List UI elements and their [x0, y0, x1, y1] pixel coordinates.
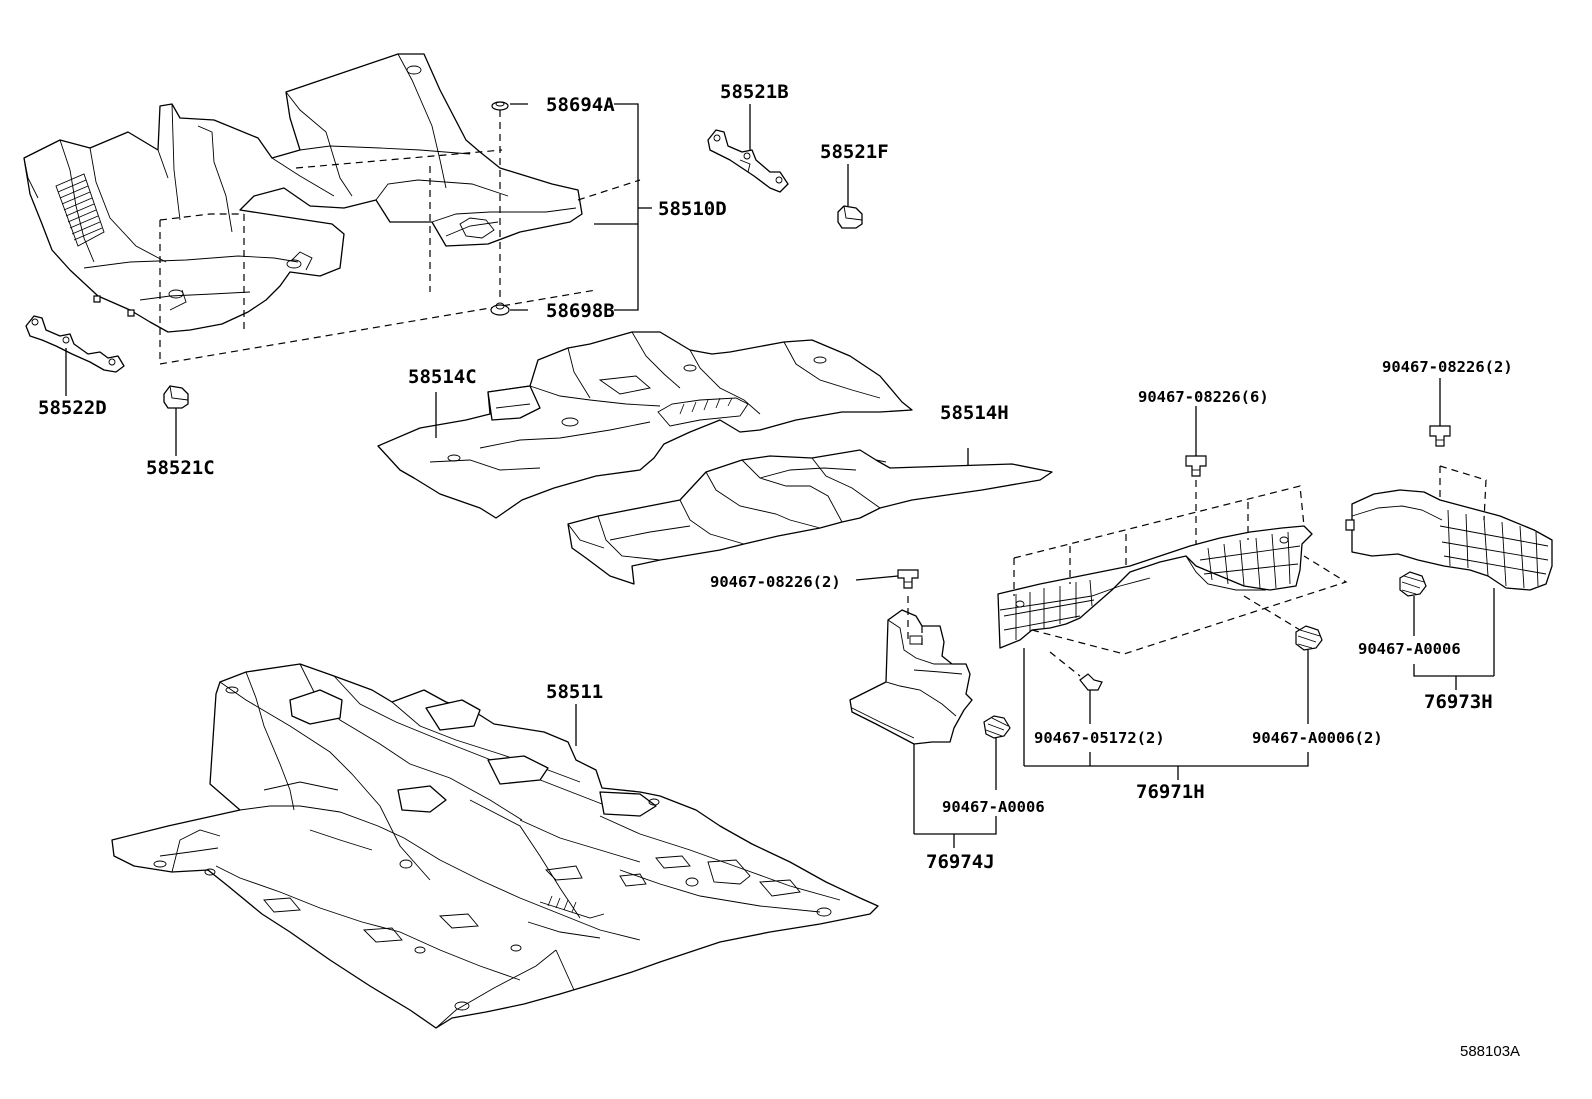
- label-58514c: 58514C: [408, 366, 477, 388]
- part-58510d-floor-mat[interactable]: [24, 54, 582, 332]
- label-58514h: 58514H: [940, 402, 1009, 424]
- part-58521f-clip[interactable]: [838, 164, 862, 228]
- mat-hidden-outline: [160, 110, 640, 364]
- part-76974j-trim[interactable]: [850, 596, 996, 848]
- label-58521c: 58521C: [146, 457, 215, 479]
- label-58510d: 58510D: [658, 198, 727, 220]
- label-58511: 58511: [546, 681, 603, 703]
- label-58521b: 58521B: [720, 81, 789, 103]
- leader-76971h: [1024, 648, 1308, 780]
- label-58521f: 58521F: [820, 141, 889, 163]
- part-58521b-bracket[interactable]: [708, 104, 788, 192]
- part-76973h-trim[interactable]: [1346, 466, 1552, 690]
- label-90467-a0006-center: 90467-A0006: [942, 798, 1045, 816]
- fastener-90467-a0006-2[interactable]: [1296, 626, 1322, 724]
- label-58698b: 58698B: [546, 300, 615, 322]
- label-76971h: 76971H: [1136, 781, 1205, 803]
- part-58514c-silencer[interactable]: [378, 332, 912, 518]
- label-58522d: 58522D: [38, 397, 107, 419]
- fastener-90467-08226-right[interactable]: [1430, 378, 1450, 446]
- label-90467-08226-2-right: 90467-08226(2): [1382, 358, 1513, 376]
- leader-58510d: [510, 104, 652, 310]
- fastener-90467-a0006-right[interactable]: [1400, 572, 1426, 636]
- figure-reference: 588103A: [1460, 1043, 1520, 1060]
- fastener-90467-a0006-center[interactable]: [984, 716, 1010, 790]
- part-58514h-silencer[interactable]: [568, 448, 1052, 584]
- fastener-90467-08226-center[interactable]: [856, 570, 918, 588]
- fastener-90467-08226-6[interactable]: [1186, 406, 1206, 476]
- part-58521c-clip[interactable]: [164, 386, 188, 456]
- part-58522d-bracket[interactable]: [26, 316, 124, 396]
- label-90467-08226-2-center: 90467-08226(2): [710, 573, 841, 591]
- part-58698b-grommet[interactable]: [491, 303, 509, 315]
- part-58694a-grommet[interactable]: [492, 102, 508, 110]
- label-76973h: 76973H: [1424, 691, 1493, 713]
- label-90467-a0006-2: 90467-A0006(2): [1252, 729, 1383, 747]
- label-76974j: 76974J: [926, 851, 995, 873]
- part-76971h-trim[interactable]: [998, 526, 1312, 648]
- part-58511-floor-carpet[interactable]: [112, 664, 878, 1028]
- panel-76971h-hidden-outline: [1014, 480, 1346, 676]
- label-58694a: 58694A: [546, 94, 615, 116]
- label-90467-a0006-right: 90467-A0006: [1358, 640, 1461, 658]
- label-90467-05172-2: 90467-05172(2): [1034, 729, 1165, 747]
- fastener-90467-05172-2[interactable]: [1080, 674, 1102, 724]
- label-90467-08226-6: 90467-08226(6): [1138, 388, 1269, 406]
